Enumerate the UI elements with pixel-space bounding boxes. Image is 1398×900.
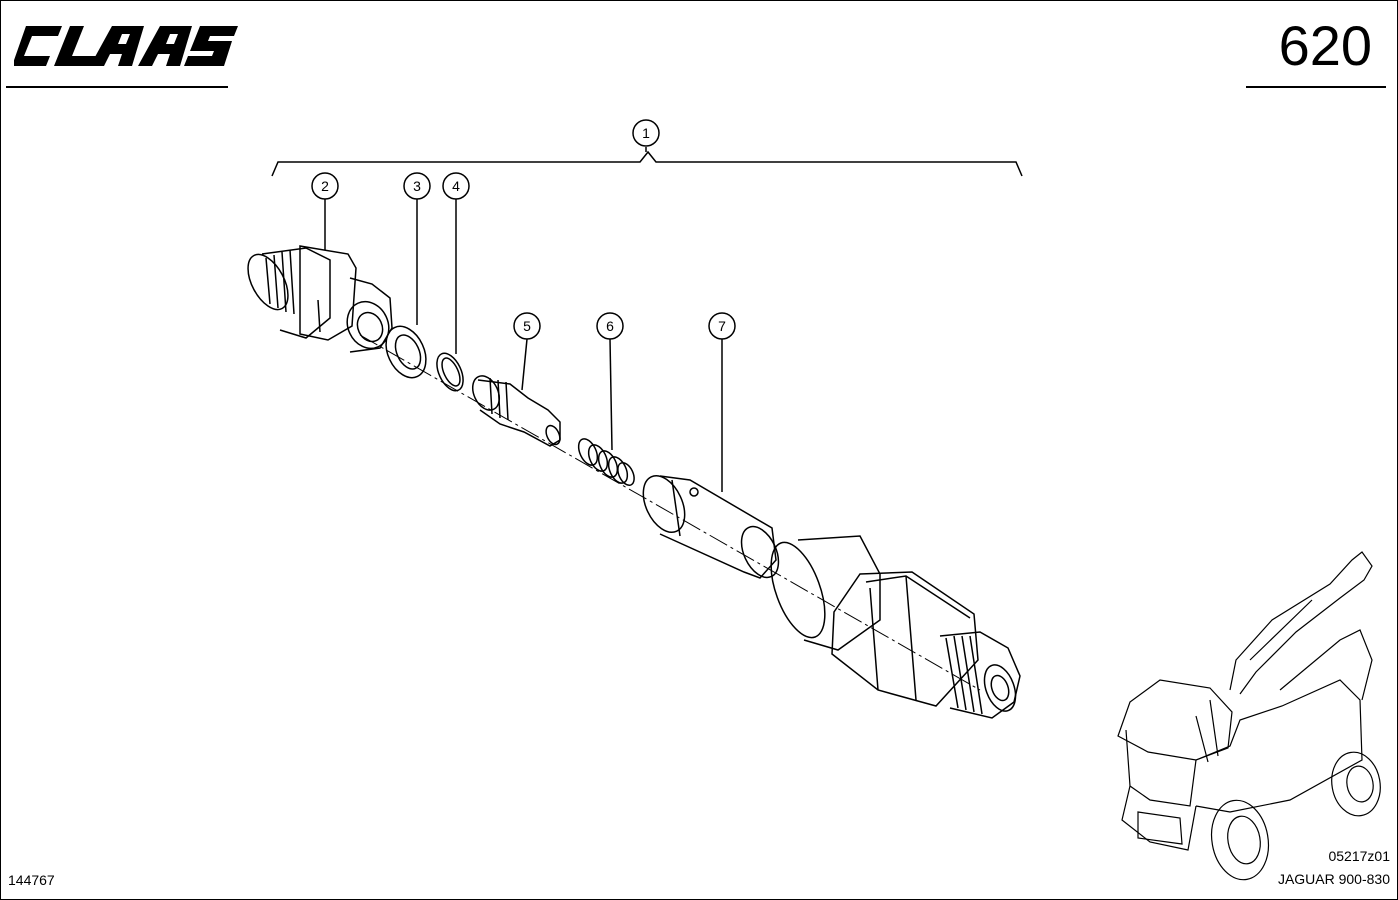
part-3-washer (385, 199, 427, 379)
part-2-fitting (247, 199, 393, 353)
callout-circle-2 (311, 172, 339, 200)
leader-line-6 (609, 338, 613, 451)
leader-line-5 (521, 338, 528, 391)
callout-1: 1 (642, 125, 650, 141)
valve-housing (770, 535, 1021, 719)
assembly-bracket (271, 150, 1023, 177)
callout-circle-4 (442, 172, 470, 200)
part-5-valve-piston (471, 338, 561, 447)
machine-thumbnail (1117, 551, 1381, 881)
part-6-spring (577, 338, 635, 487)
callout-circle-5 (513, 312, 541, 340)
callout-circle-3 (403, 172, 431, 200)
header-rule-left (6, 86, 228, 88)
callout-3: 3 (413, 178, 421, 194)
page-number: 620 (1278, 14, 1372, 77)
callout-circle-1 (632, 119, 660, 147)
callout-circle-7 (708, 312, 736, 340)
model-name: JAGUAR 900-830 (1277, 871, 1390, 887)
drawing-code: 05217z01 (1328, 848, 1390, 864)
callout-6: 6 (606, 318, 614, 334)
part-7-sleeve (642, 339, 780, 579)
callout-4: 4 (452, 178, 460, 194)
part-4-o-ring (436, 199, 464, 392)
claas-logo (14, 26, 238, 66)
callout-5: 5 (523, 318, 531, 334)
document-id: 144767 (8, 872, 55, 888)
callout-7: 7 (718, 318, 726, 334)
header-rule-right (1246, 86, 1386, 88)
centre-axis (359, 334, 981, 691)
callout-2: 2 (321, 178, 329, 194)
callout-circle-6 (596, 312, 624, 340)
